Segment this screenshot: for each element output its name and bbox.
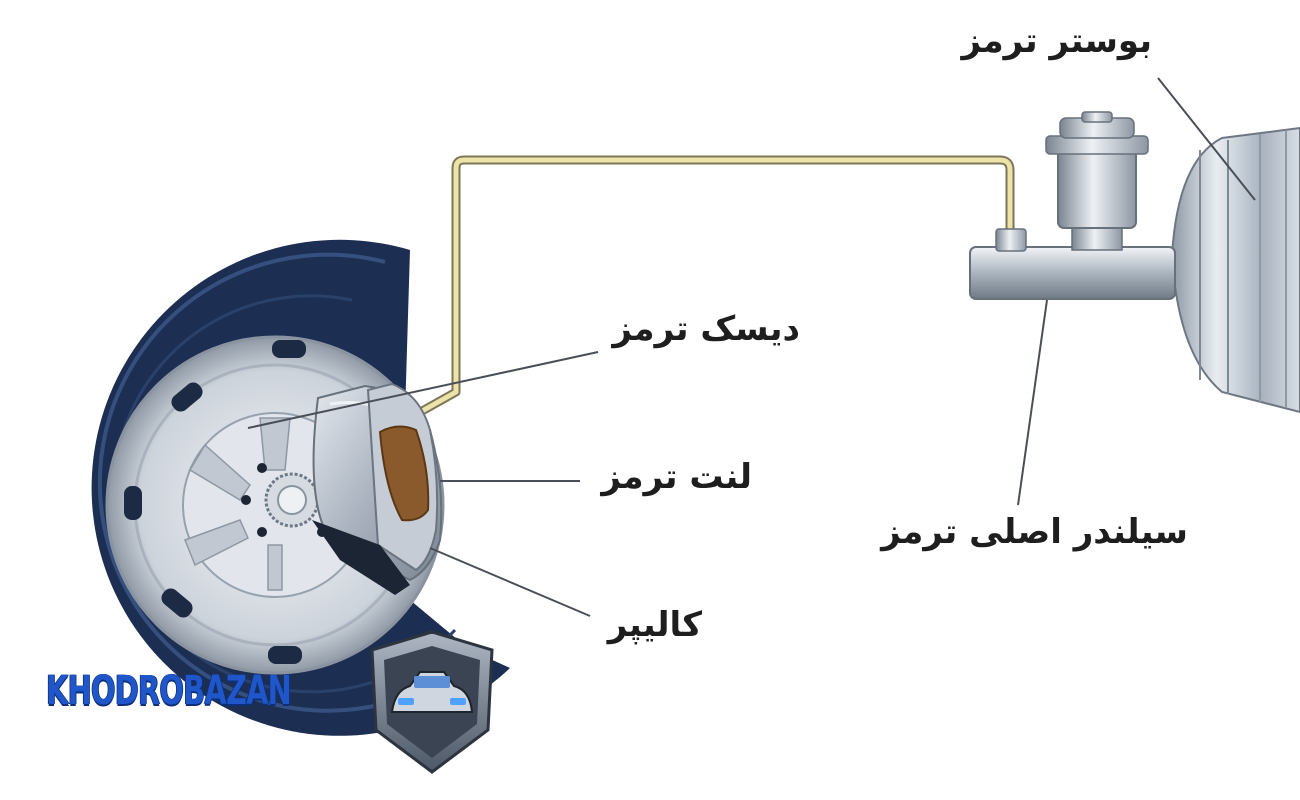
brake-booster <box>1170 126 1300 414</box>
leader-lines <box>247 77 1256 617</box>
master-cylinder <box>969 111 1176 300</box>
label-caliper: کالیپر <box>607 605 702 645</box>
car-shield-logo-icon <box>370 630 494 774</box>
label-brake-booster: بوستر ترمز <box>961 21 1152 61</box>
label-brake-disc: دیسک ترمز <box>612 309 800 349</box>
brake-pad <box>378 425 430 522</box>
brake-disc-assembly <box>312 382 443 595</box>
watermark-text: KHODROBAZAN <box>46 668 292 714</box>
label-brake-pad: لنت ترمز <box>601 457 752 497</box>
label-master-cylinder: سیلندر اصلی ترمز <box>881 512 1188 552</box>
brake-line <box>412 155 1015 419</box>
